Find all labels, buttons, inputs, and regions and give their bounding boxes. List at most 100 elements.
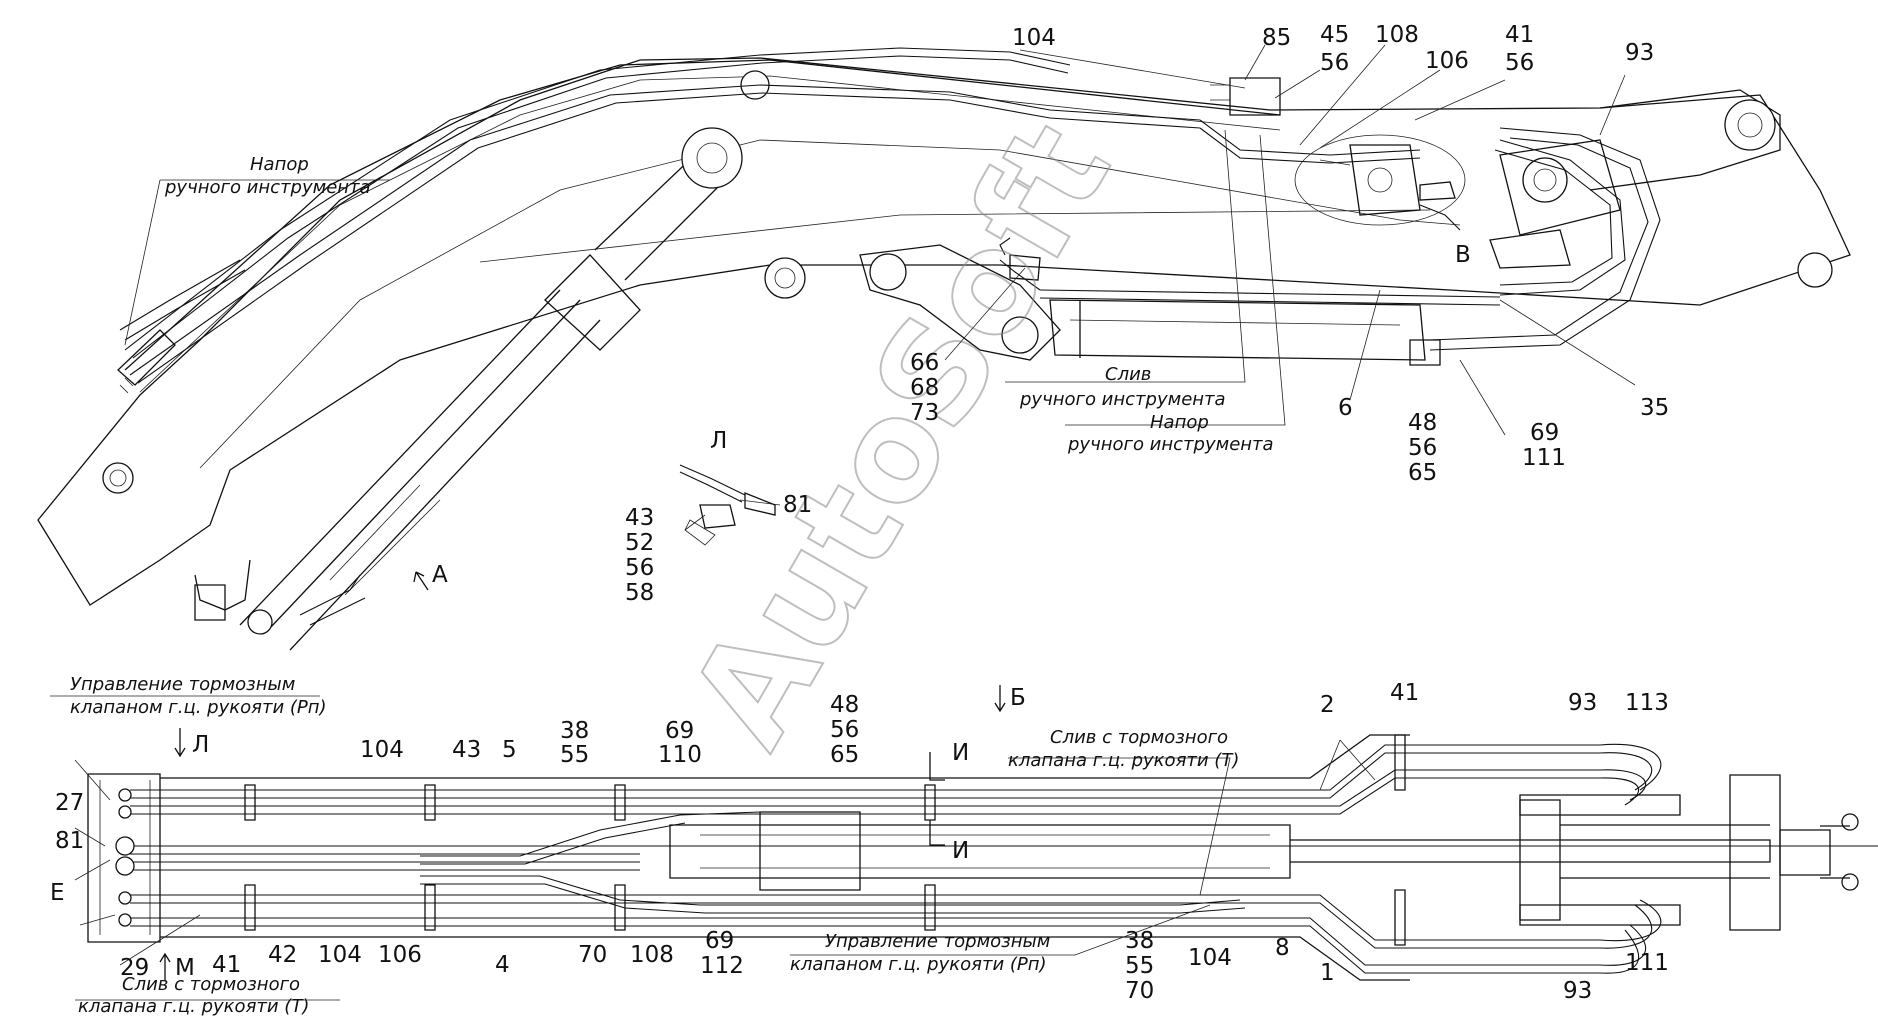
- arm-head: [1589, 89, 1781, 191]
- caption-napor-right-1: Напор: [1150, 412, 1209, 433]
- label-93-a: 93: [1568, 690, 1597, 716]
- label-113: 113: [1625, 690, 1669, 716]
- label-56-d: 56: [625, 555, 654, 581]
- label-104-a: 104: [360, 737, 404, 763]
- label-38-b: 38: [1125, 928, 1154, 954]
- label-104: 104: [1012, 25, 1056, 51]
- caption-upr-bottom-1: Управление тормозным: [825, 931, 1050, 952]
- label-58: 58: [625, 580, 654, 606]
- label-81: 81: [783, 492, 812, 518]
- caption-sliv-bottom-2: клапана г.ц. рукояти (Т): [78, 996, 309, 1017]
- label-110: 110: [658, 742, 702, 768]
- label-41: 41: [1505, 22, 1534, 48]
- mark-view-L-bottom: Л: [192, 732, 209, 758]
- hand-tool-connectors: [117, 329, 176, 386]
- label-66: 66: [910, 350, 939, 376]
- caption-sliv-top-1: Слив с тормозного: [1050, 727, 1228, 748]
- pipe-row-top: [130, 744, 1550, 815]
- arm-link-plate: [859, 244, 1061, 361]
- right-hose-loops: [1550, 743, 1662, 974]
- caption-upr-top-2: клапаном г.ц. рукояти (Рп): [70, 697, 327, 718]
- label-43-b: 43: [452, 737, 481, 763]
- label-56-a: 56: [1320, 50, 1349, 76]
- mark-view-B: В: [1455, 242, 1471, 268]
- label-65-b: 65: [830, 742, 859, 768]
- valve-block-85: [1229, 77, 1281, 116]
- label-1: 1: [1320, 960, 1335, 986]
- caption-napor-left-2: ручного инструмента: [164, 177, 371, 198]
- caption-sliv-bottom-1: Слив с тормозного: [122, 974, 300, 995]
- caption-upr-bottom-2: клапаном г.ц. рукояти (Рп): [790, 954, 1047, 975]
- label-41-a: 41: [1390, 680, 1419, 706]
- label-104-c: 104: [1188, 945, 1232, 971]
- label-108-b: 108: [630, 942, 674, 968]
- label-112: 112: [700, 953, 744, 979]
- bottom-view-assembly: [87, 734, 1878, 981]
- brake-valve-V: [1294, 134, 1466, 231]
- label-69-b: 69: [705, 928, 734, 954]
- label-70-a: 70: [578, 942, 607, 968]
- detail-L: [679, 464, 776, 546]
- arm-cylinder-plan: [669, 824, 1291, 879]
- label-42: 42: [268, 942, 297, 968]
- label-104-b: 104: [318, 942, 362, 968]
- label-4: 4: [495, 952, 510, 978]
- label-106: 106: [1425, 48, 1469, 74]
- boom-top-flange: [124, 59, 1281, 371]
- label-65: 65: [1408, 460, 1437, 486]
- label-56-c: 56: [1408, 435, 1437, 461]
- label-108: 108: [1375, 22, 1419, 48]
- label-45: 45: [1320, 22, 1349, 48]
- label-2: 2: [1320, 692, 1335, 718]
- label-68: 68: [910, 375, 939, 401]
- mark-view-B-bottom: Б: [1010, 685, 1026, 711]
- label-56-b: 56: [1505, 50, 1534, 76]
- label-55-a: 55: [560, 742, 589, 768]
- label-93-b: 93: [1563, 978, 1592, 1004]
- caption-napor-left-1: Напор: [250, 154, 309, 175]
- top-view-labels: Напор ручного инструмента 104 85 45 56 1…: [164, 22, 1669, 606]
- leader-lines: [50, 44, 1636, 1001]
- label-93: 93: [1625, 40, 1654, 66]
- top-view-assembly: [37, 47, 1851, 651]
- label-70-b: 70: [1125, 978, 1154, 1004]
- label-35: 35: [1640, 395, 1669, 421]
- label-41-b: 41: [212, 952, 241, 978]
- boom-inner-line: [199, 139, 1461, 469]
- label-6: 6: [1338, 395, 1353, 421]
- label-48: 48: [1408, 410, 1437, 436]
- caption-sliv-1: Слив: [1105, 364, 1151, 385]
- label-27: 27: [55, 790, 84, 816]
- boom-outline: [37, 57, 1851, 606]
- label-43: 43: [625, 505, 654, 531]
- label-56-e: 56: [830, 717, 859, 743]
- caption-sliv-top-2: клапана г.ц. рукояти (Т): [1008, 750, 1239, 771]
- arm-cylinder: [1049, 299, 1426, 361]
- label-69: 69: [1530, 420, 1559, 446]
- label-81-b: 81: [55, 828, 84, 854]
- boom-lower-edge: [479, 209, 1431, 263]
- label-73: 73: [910, 400, 939, 426]
- arm-cylinder-pin: [764, 257, 806, 299]
- label-29: 29: [120, 955, 149, 981]
- caption-sliv-2: ручного инструмента: [1019, 389, 1226, 410]
- top-hose-bundle: [119, 47, 1661, 384]
- label-8: 8: [1275, 935, 1290, 961]
- label-106-b: 106: [378, 942, 422, 968]
- pipe-row-middle: [130, 845, 1878, 871]
- mark-view-L: Л: [710, 428, 727, 454]
- label-55-b: 55: [1125, 953, 1154, 979]
- boom-cylinder: [239, 127, 743, 651]
- label-38-a: 38: [560, 718, 589, 744]
- label-111-b: 111: [1625, 950, 1669, 976]
- mark-section-I-top: И: [952, 740, 969, 766]
- label-85: 85: [1262, 25, 1291, 51]
- label-5: 5: [502, 737, 517, 763]
- mark-view-A: А: [432, 562, 448, 588]
- pipe-row-bottom: [130, 894, 1550, 974]
- mark-view-E: Е: [50, 880, 65, 906]
- bottom-view-labels: Управление тормозным клапаном г.ц. рукоя…: [50, 674, 1669, 1017]
- mark-view-M: М: [175, 955, 195, 981]
